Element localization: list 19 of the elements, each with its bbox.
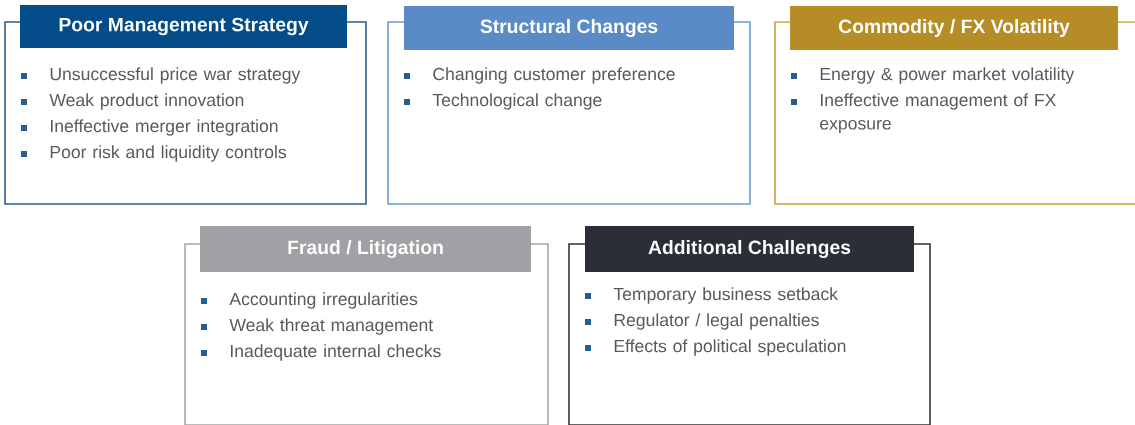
card-header: Fraud / Litigation bbox=[200, 226, 531, 272]
bullet-item: Poor risk and liquidity controls bbox=[21, 145, 286, 162]
bullet-item: Changing customer preference bbox=[404, 67, 675, 84]
card-header: Poor Management Strategy bbox=[20, 5, 347, 48]
bullet-item: Regulator / legal penalties bbox=[585, 313, 819, 330]
bullet-item: Weak product innovation bbox=[21, 93, 244, 110]
card-header: Additional Challenges bbox=[585, 226, 914, 272]
bullet-item: Energy & power market volatility bbox=[791, 67, 1075, 84]
bullet-item: Unsuccessful price war strategy bbox=[21, 67, 301, 84]
bullet-item: Temporary business setback bbox=[585, 287, 838, 304]
bullet-item: Accounting irregularities bbox=[201, 292, 418, 309]
bullet-item: Weak threat management bbox=[201, 318, 434, 335]
card-header: Commodity / FX Volatility bbox=[790, 6, 1118, 50]
bullet-item: Inadequate internal checks bbox=[201, 344, 441, 361]
card-header: Structural Changes bbox=[404, 6, 734, 50]
bullet-item: Effects of political speculation bbox=[585, 339, 846, 356]
bullet-item: Ineffective merger integration bbox=[21, 119, 278, 136]
bullet-item: Ineffective management of FX exposure bbox=[791, 93, 1056, 134]
bullet-item: Technological change bbox=[404, 93, 602, 110]
